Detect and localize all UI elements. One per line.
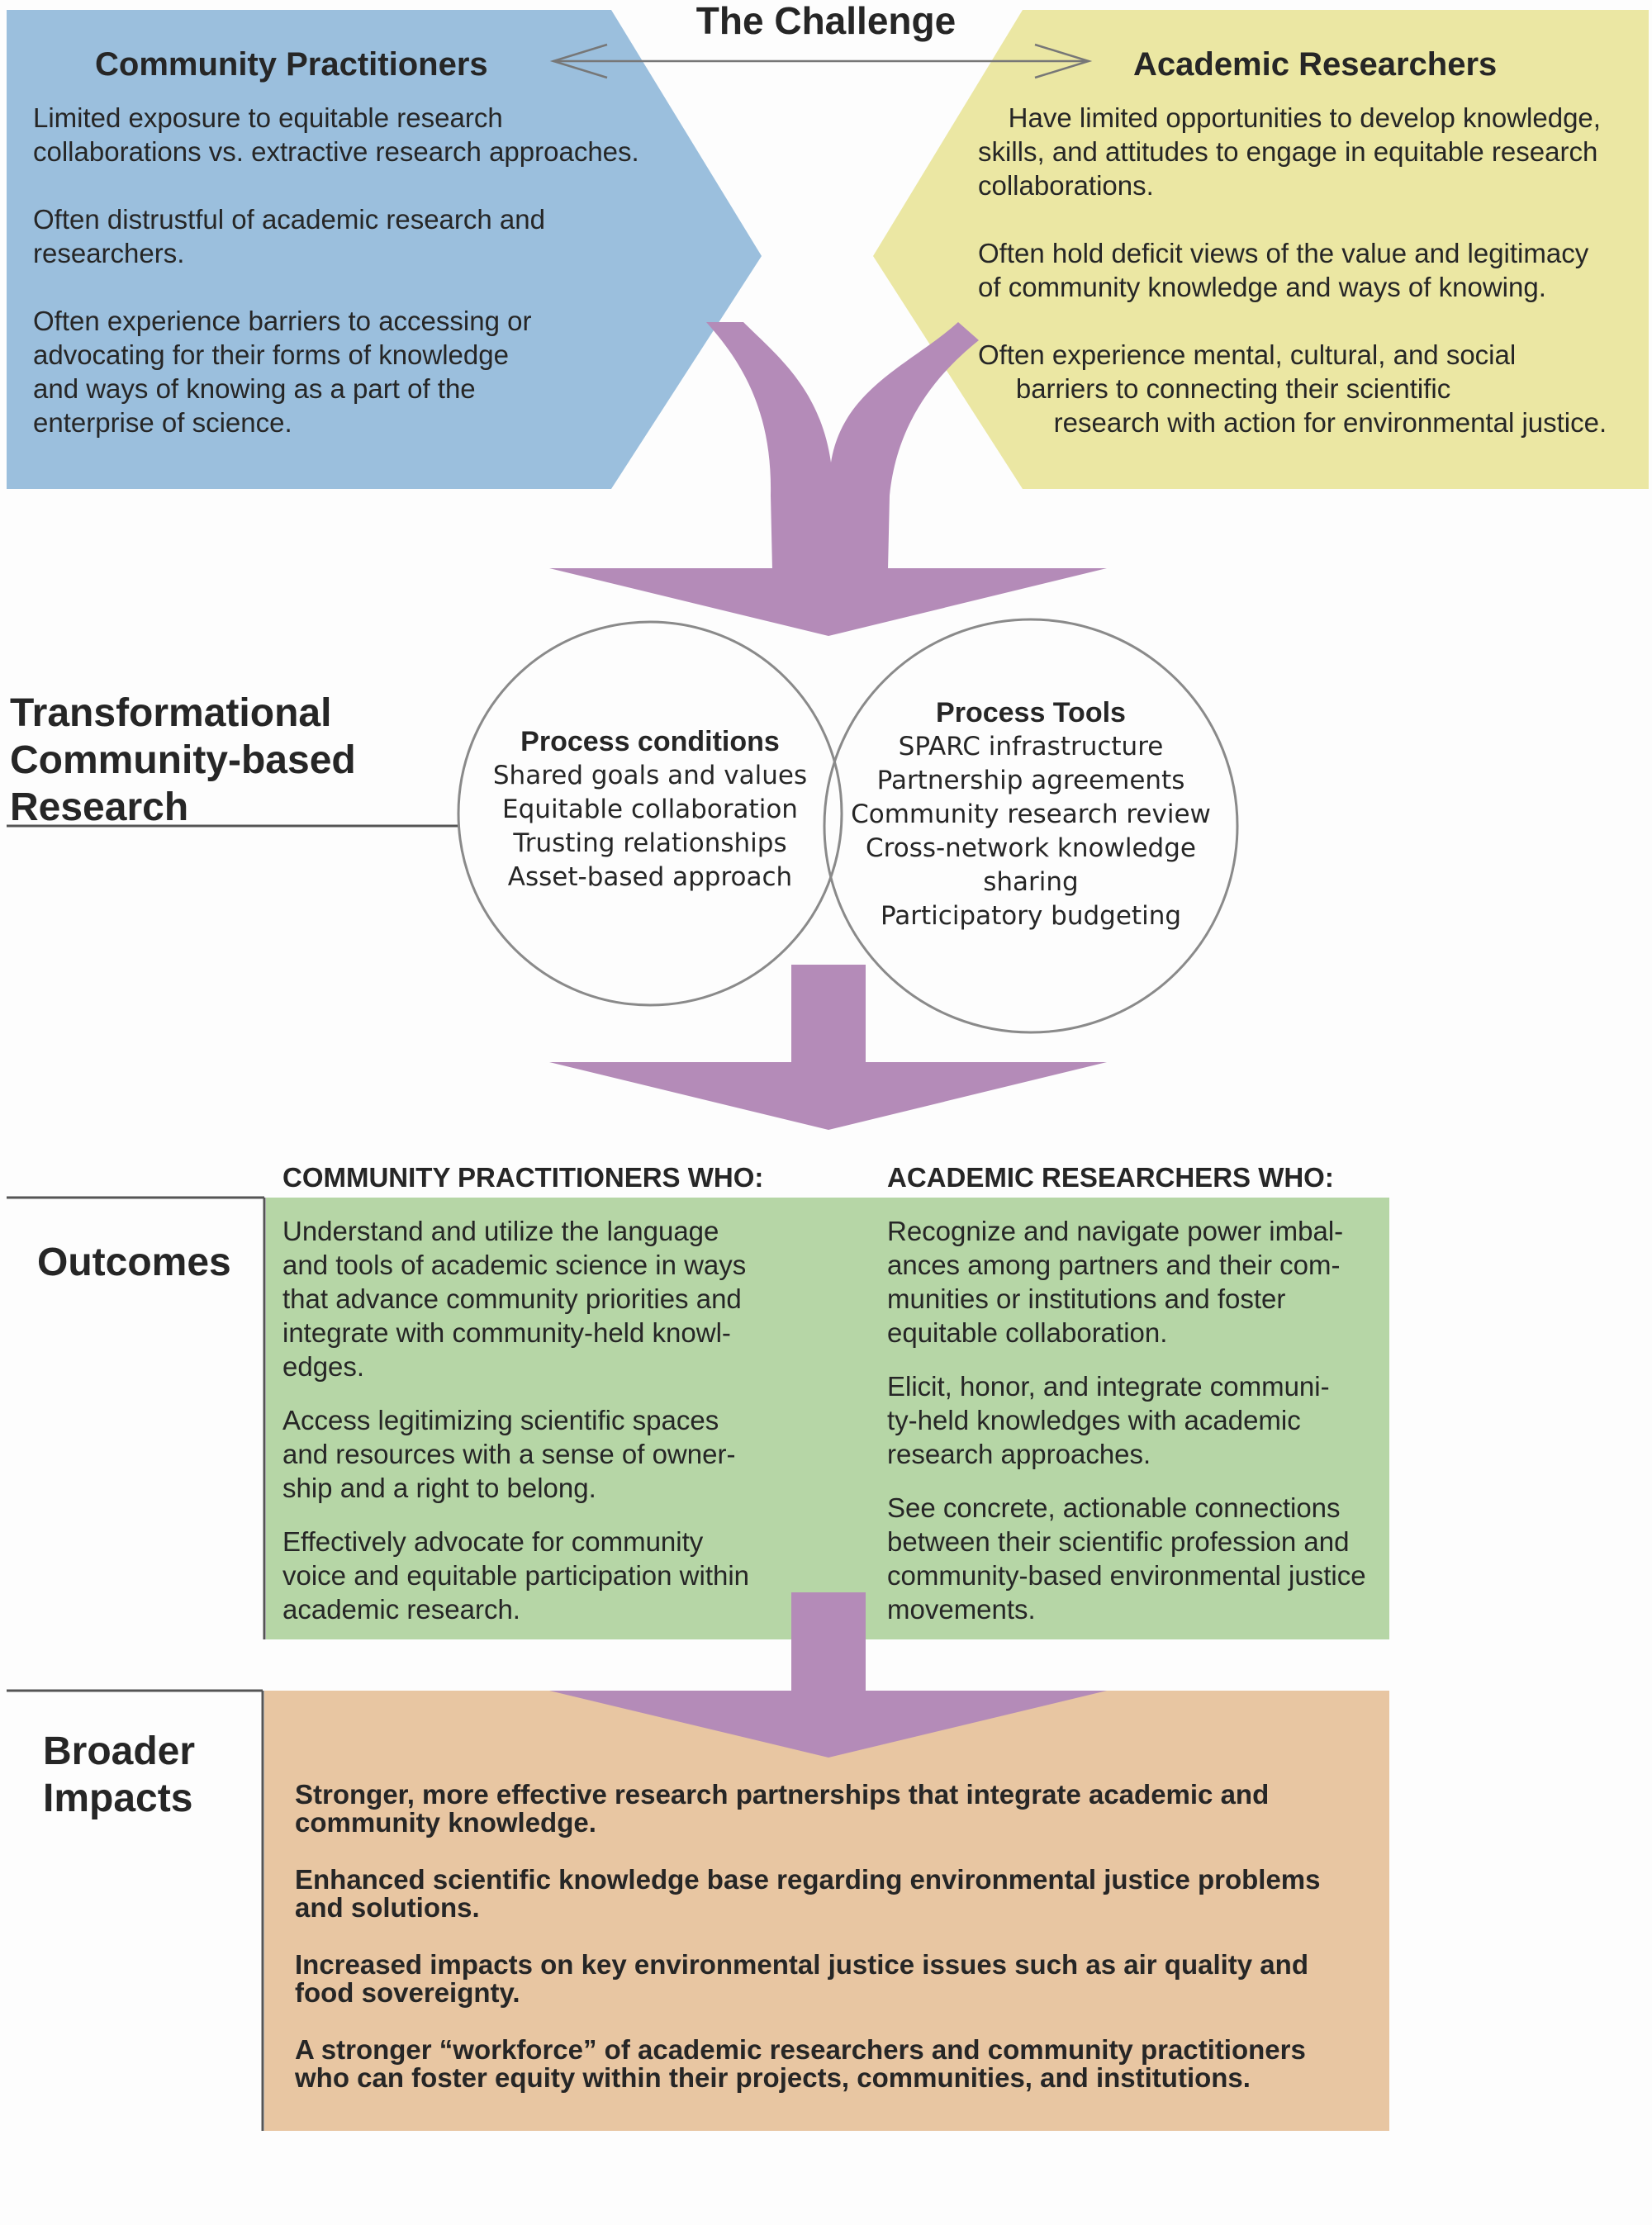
page-title: The Challenge: [695, 0, 957, 42]
community-panel-heading: Community Practitioners: [95, 46, 488, 83]
process-condition-item: Trusting relationships: [513, 828, 787, 858]
down-arrow-outcomes: [549, 965, 1107, 1130]
down-arrow-impacts: [549, 1592, 1107, 1758]
outcomes-academic-heading: ACADEMIC RESEARCHERS WHO:: [887, 1162, 1334, 1193]
process-tools-circle: [823, 618, 1239, 1034]
academic-panel-heading: Academic Researchers: [1133, 46, 1498, 83]
academic-panel-paragraph: Often hold deficit views of the value an…: [978, 238, 1589, 302]
academic-panel-paragraph: Have limited opportunities to develop kn…: [978, 102, 1601, 201]
community-panel-paragraph: Often distrustful of academic research a…: [33, 204, 545, 268]
impacts-box: [264, 1691, 1389, 2131]
merge-arrow: [549, 322, 1107, 636]
process-tool-item: Participatory budgeting: [880, 901, 1182, 931]
process-tool-item: sharing: [983, 867, 1079, 897]
outcomes-community-box: [266, 1198, 1389, 1639]
process-tool-item: Partnership agreements: [876, 766, 1185, 795]
process-tool-item: Community research review: [851, 799, 1211, 829]
tcbr-label: Transformational Community-based Researc…: [10, 691, 356, 829]
double-arrow-icon: [549, 43, 1093, 79]
academic-panel-paragraph: Often experience mental, cultural, and s…: [978, 339, 1607, 438]
outcomes-label: Outcomes: [37, 1241, 231, 1284]
outcome-paragraph: Understand and utilize the language and …: [282, 1216, 747, 1382]
community-panel-shape: [7, 10, 762, 489]
process-tools-text: Process Tools SPARC infrastructure Partn…: [833, 696, 1229, 933]
outcomes-academic-text: Recognize and navigate power imbal- ance…: [887, 1214, 1366, 1646]
academic-panel-shape: [873, 10, 1649, 489]
impact-item: A stronger “workforce” of academic resea…: [295, 2034, 1306, 2093]
academic-panel-text: Have limited opportunities to develop kn…: [978, 101, 1607, 439]
process-tool-item: SPARC infrastructure: [898, 732, 1164, 761]
impact-item: Stronger, more effective research partne…: [295, 1779, 1270, 1838]
outcome-paragraph: Elicit, honor, and integrate communi- ty…: [887, 1371, 1330, 1469]
community-panel-paragraph: Often experience barriers to accessing o…: [33, 306, 532, 438]
outcome-paragraph: Recognize and navigate power imbal- ance…: [887, 1216, 1344, 1348]
process-tools-heading: Process Tools: [936, 697, 1126, 728]
process-condition-item: Shared goals and values: [492, 761, 808, 790]
outcome-paragraph: Access legitimizing scientific spaces an…: [282, 1405, 736, 1503]
outcomes-community-heading: COMMUNITY PRACTITIONERS WHO:: [282, 1162, 764, 1193]
process-condition-item: Equitable collaboration: [502, 795, 798, 824]
outcomes-community-text: Understand and utilize the language and …: [282, 1214, 749, 1646]
process-conditions-circle: [457, 620, 843, 1007]
outcome-paragraph: Effectively advocate for community voice…: [282, 1526, 750, 1625]
outcome-paragraph: See concrete, actionable connections bet…: [887, 1492, 1366, 1625]
process-conditions-heading: Process conditions: [520, 726, 780, 757]
process-condition-item: Asset-based approach: [507, 862, 793, 892]
impacts-text: Stronger, more effective research partne…: [295, 1781, 1321, 2121]
impact-item: Increased impacts on key environmental j…: [295, 1949, 1308, 2008]
impact-item: Enhanced scientific knowledge base regar…: [295, 1864, 1321, 1923]
process-conditions-text: Process conditions Shared goals and valu…: [468, 725, 832, 894]
community-panel-text: Limited exposure to equitable research c…: [33, 101, 639, 439]
process-tool-item: Cross-network knowledge: [866, 833, 1196, 863]
impacts-label: Broader Impacts: [43, 1729, 196, 1820]
community-panel-paragraph: Limited exposure to equitable research c…: [33, 102, 639, 167]
